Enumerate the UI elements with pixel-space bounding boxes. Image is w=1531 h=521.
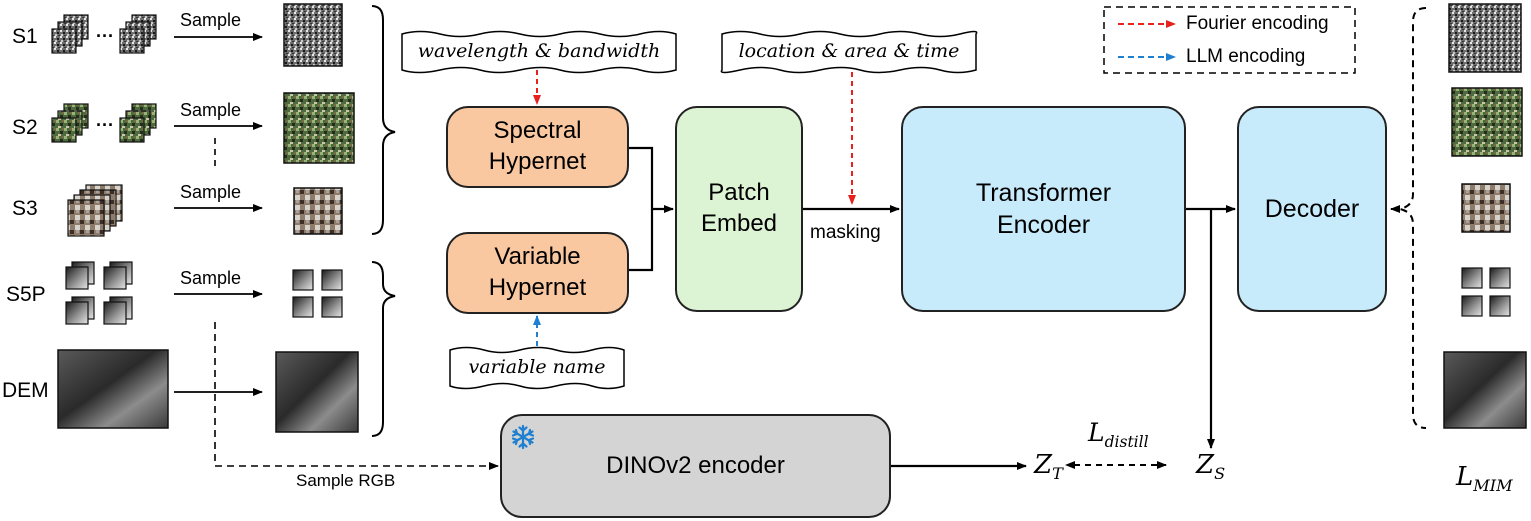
transformer-encoder-line2: Encoder: [996, 211, 1091, 239]
z-teacher-label: ZT: [1034, 450, 1063, 484]
recon-s5p-thumbs: [1461, 267, 1511, 317]
s1-ellipsis: ···: [96, 26, 114, 46]
variable-name-scroll: variable name: [468, 356, 606, 378]
legend-fourier-label: Fourier encoding: [1186, 13, 1329, 34]
s1-stack-left: [51, 14, 89, 54]
s5p-stacks: [65, 261, 133, 325]
transformer-encoder-box: Transformer Encoder: [901, 106, 1186, 312]
s2-stack-left: [51, 103, 89, 143]
source-label-dem: DEM: [2, 379, 49, 402]
s5p-sample-thumbs: [292, 269, 343, 318]
dinov2-encoder-label: DINOv2 encoder: [606, 451, 785, 479]
masking-label: masking: [810, 222, 881, 243]
location-area-time-scroll: location & area & time: [738, 40, 960, 62]
patch-embed-line2: Embed: [700, 210, 778, 237]
s1-sample-thumb: [283, 3, 343, 67]
wavelength-bandwidth-scroll: wavelength & bandwidth: [417, 40, 661, 62]
s3-sample-thumb: [293, 187, 343, 235]
decoder-box: Decoder: [1237, 106, 1387, 312]
brace-variable: [371, 261, 396, 437]
s1-stack-right: [119, 14, 157, 54]
variable-hypernet-line1: Variable: [494, 243, 581, 271]
sample-rgb-label: Sample RGB: [296, 471, 396, 490]
source-label-s2: S2: [12, 116, 38, 139]
s5p-sample-label: Sample: [180, 268, 242, 288]
s1-sample-label: Sample: [180, 10, 242, 30]
s2-sample-label: Sample: [180, 100, 242, 120]
snowflake-icon: [511, 424, 535, 450]
source-label-s1: S1: [12, 25, 38, 48]
spectral-hypernet-line1: Spectral: [493, 117, 582, 145]
spectral-hypernet-line2: Hypernet: [488, 148, 587, 175]
patch-embed-box: Patch Embed: [675, 106, 803, 312]
l-distill-label: Ldistill: [1088, 418, 1149, 451]
wavelength-scroll-shape: [401, 30, 677, 74]
recon-s3-thumb: [1461, 183, 1511, 233]
patch-embed-line1: Patch: [708, 179, 770, 207]
source-label-s5p: S5P: [6, 283, 46, 306]
decoder-label: Decoder: [1264, 195, 1360, 223]
z-student-label: ZS: [1196, 450, 1226, 484]
source-label-s3: S3: [12, 197, 38, 220]
variable-scroll-shape: [449, 346, 625, 390]
recon-s2-thumb: [1451, 87, 1523, 157]
s3-stack: [67, 184, 123, 237]
recon-dem-thumb: [1443, 351, 1527, 429]
variable-hypernet-box: Variable Hypernet: [446, 232, 629, 314]
dem-sample-thumb: [275, 351, 359, 433]
s3-sample-label: Sample: [180, 182, 242, 202]
location-scroll-shape: [720, 30, 978, 74]
s2-stack-right: [119, 103, 157, 143]
recon-s1-thumb: [1448, 3, 1522, 73]
legend-llm-label: LLM encoding: [1186, 46, 1306, 67]
transformer-encoder-line1: Transformer: [975, 179, 1112, 207]
dem-input-image: [57, 349, 169, 429]
s2-sample-thumb: [283, 92, 355, 164]
rgb-sample-path: [214, 322, 499, 470]
dinov2-encoder-box: DINOv2 encoder: [500, 414, 891, 518]
hypernet-merge-line: [629, 146, 654, 272]
l-mim-label: LMIM: [1456, 462, 1513, 496]
variable-hypernet-line2: Hypernet: [488, 274, 587, 301]
brace-reconstruction: [1399, 7, 1427, 429]
brace-spectral: [371, 5, 396, 235]
spectral-hypernet-box: Spectral Hypernet: [446, 106, 629, 188]
s2-ellipsis: ···: [96, 115, 114, 135]
legend-box: [1103, 6, 1356, 74]
